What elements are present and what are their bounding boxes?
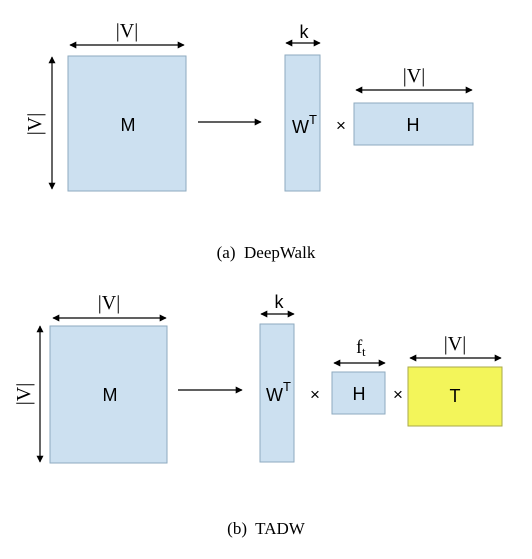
matrix-w-transpose [259,323,295,463]
matrix-m-label: M [103,385,118,405]
times-symbol-2: × [393,385,403,404]
h-width-subscript: t [362,344,366,359]
m-width-label: |V| [116,20,138,42]
matrix-h [331,371,386,415]
matrix-w-superscript: T [283,379,291,394]
matrix-m [67,55,187,192]
matrix-w-transpose [284,54,321,192]
w-width-label: k [275,292,285,312]
matrix-m [49,325,168,464]
m-height-label: |V| [24,113,46,135]
matrix-t [407,366,503,427]
diagram-deepwalk: |V| |V| M k W T × |V| H (a) DeepWalk [24,20,474,262]
diagram-tadw: |V| |V| M k W T × f t H × |V| T [13,292,503,538]
matrix-h-label: H [353,384,366,404]
w-width-label: k [300,22,310,42]
times-symbol: × [336,116,346,135]
m-height-label: |V| [13,383,35,405]
caption-deepwalk: (a) DeepWalk [217,243,316,262]
matrix-h [353,102,474,146]
matrix-h-label: H [407,115,420,135]
t-width-label: |V| [444,333,466,355]
m-width-label: |V| [98,292,120,314]
caption-tadw: (b) TADW [227,519,306,538]
h-width-label: f [356,337,363,358]
times-symbol-1: × [310,385,320,404]
matrix-w-label: W [266,385,283,405]
matrix-w-label: W [292,117,309,137]
matrix-m-label: M [121,115,136,135]
matrix-t-label: T [450,386,461,406]
h-width-label: |V| [403,65,425,87]
matrix-w-superscript: T [309,112,317,127]
